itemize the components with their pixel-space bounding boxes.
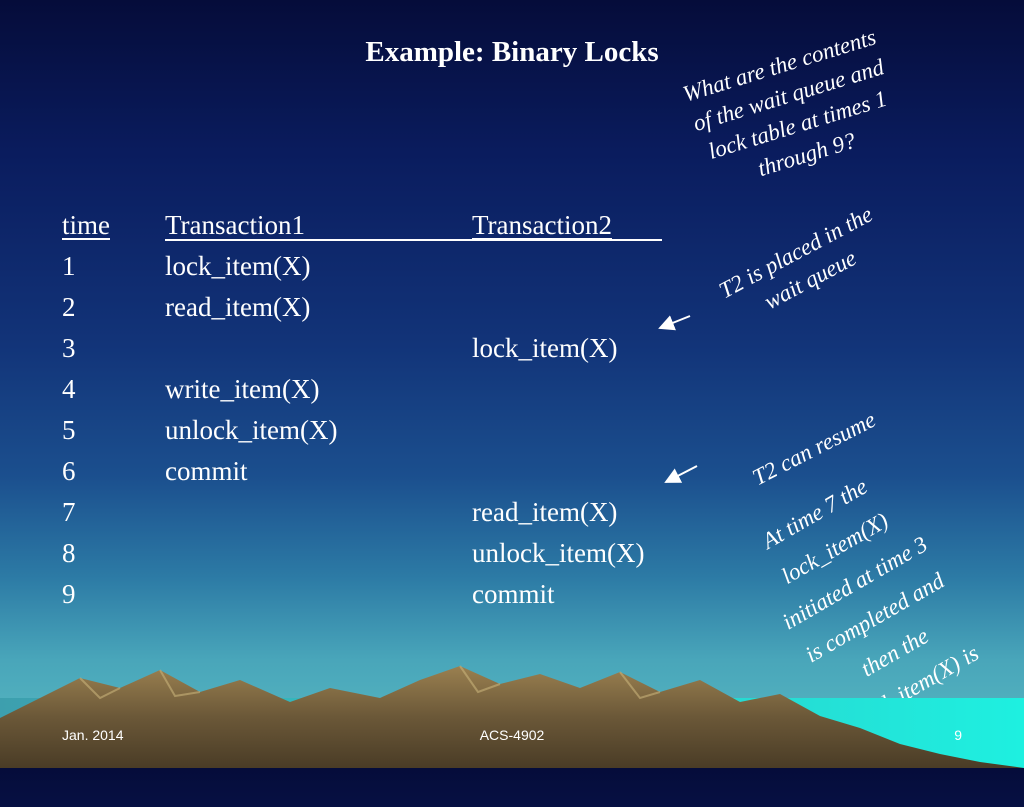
arrow-wait-queue-icon — [658, 315, 691, 331]
row-time: 3 — [62, 333, 76, 363]
row-transaction1: commit — [165, 456, 248, 486]
row-time: 8 — [62, 538, 76, 568]
slide-title: Example: Binary Locks — [365, 36, 659, 68]
row-transaction2: lock_item(X) — [472, 333, 618, 363]
footer-course: ACS-4902 — [479, 727, 545, 743]
row-time: 7 — [62, 497, 76, 527]
row-time: 6 — [62, 456, 76, 486]
footer-page-number: 9 — [954, 727, 962, 743]
header-transaction2: Transaction2 — [472, 210, 612, 240]
row-transaction1: write_item(X) — [165, 374, 320, 404]
row-time: 4 — [62, 374, 76, 404]
annotation-wait-queue: T2 is placed in the wait queue — [714, 201, 877, 315]
row-time: 1 — [62, 251, 76, 281]
row-transaction1: lock_item(X) — [165, 251, 311, 281]
arrow-resume-icon — [664, 465, 698, 483]
row-time: 5 — [62, 415, 76, 445]
row-transaction1: unlock_item(X) — [165, 415, 338, 445]
mountain-range — [0, 665, 1024, 768]
row-time: 9 — [62, 579, 76, 609]
row-transaction1: read_item(X) — [165, 292, 311, 322]
header-underline — [165, 239, 662, 241]
row-transaction2: commit — [472, 579, 555, 609]
footer-date: Jan. 2014 — [62, 727, 124, 743]
row-transaction2: unlock_item(X) — [472, 538, 645, 568]
row-time: 2 — [62, 292, 76, 322]
header-time: time — [62, 210, 110, 240]
header-transaction1: Transaction1 — [165, 210, 305, 240]
row-transaction2: read_item(X) — [472, 497, 618, 527]
